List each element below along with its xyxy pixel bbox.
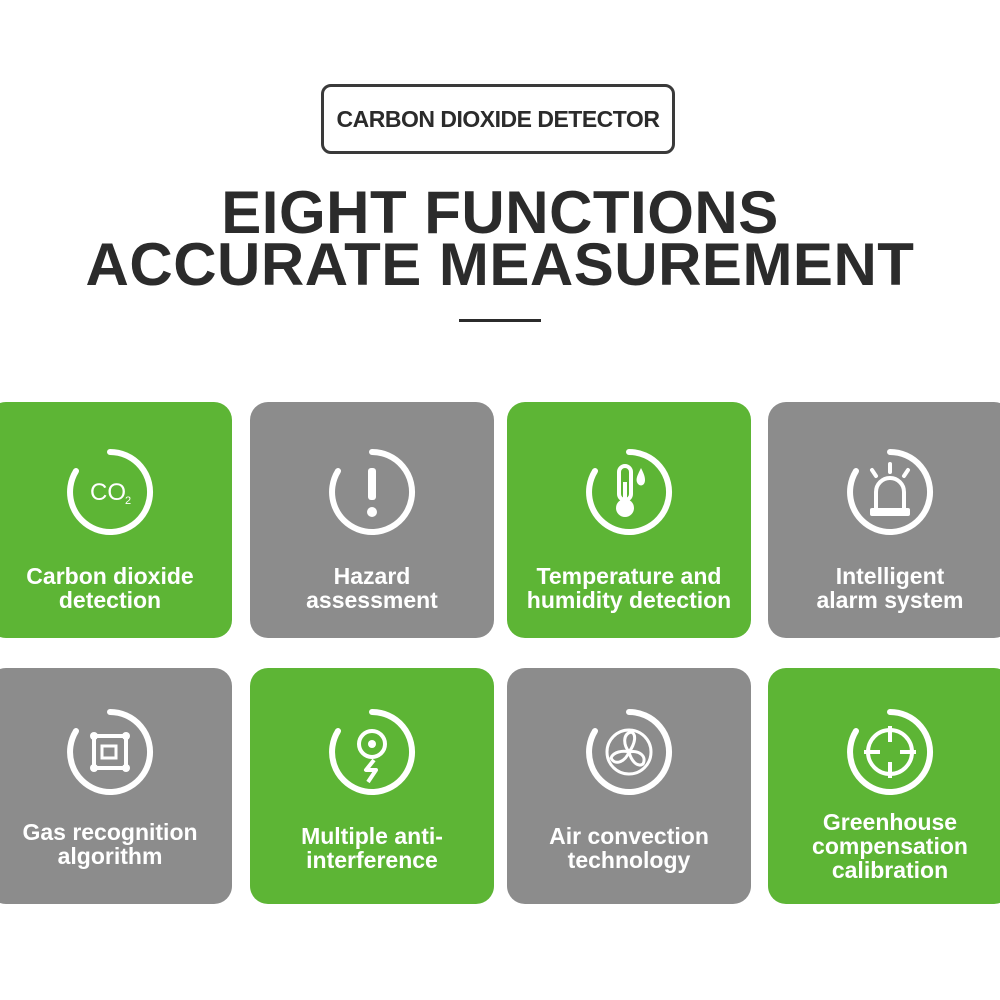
feature-tile-anti-interference: Multiple anti- interference xyxy=(250,668,494,904)
co2-icon: CO 2 xyxy=(64,446,156,538)
feature-tile-gas-recognition: Gas recognition algorithm xyxy=(0,668,232,904)
crosshair-icon xyxy=(844,706,936,798)
feature-tile-intelligent-alarm: Intelligent alarm system xyxy=(768,402,1000,638)
headline-line-1: EIGHT FUNCTIONS xyxy=(221,179,779,246)
thermometer-icon xyxy=(583,446,675,538)
feature-label: Gas recognition algorithm xyxy=(22,819,198,869)
product-badge: CARBON DIOXIDE DETECTOR xyxy=(321,84,675,154)
headline-line-2: ACCURATE MEASUREMENT xyxy=(85,231,915,298)
feature-label: Multiple anti- interference xyxy=(301,823,443,873)
svg-text:2: 2 xyxy=(125,495,131,507)
fan-icon xyxy=(583,706,675,798)
feature-tile-hazard-assessment: Hazard assessment xyxy=(250,402,494,638)
feature-label: Temperature and humidity detection xyxy=(526,563,732,613)
exclamation-icon xyxy=(326,446,418,538)
anti-interference-icon xyxy=(326,706,418,798)
feature-label: Greenhouse compensation calibration xyxy=(812,809,968,883)
feature-label: Intelligent alarm system xyxy=(816,563,964,613)
title-divider xyxy=(459,319,541,322)
feature-tile-carbon-dioxide-detection: CO 2 Carbon dioxide detection xyxy=(0,402,232,638)
feature-label: Hazard assessment xyxy=(306,563,438,613)
feature-tile-greenhouse-calibration: Greenhouse compensation calibration xyxy=(768,668,1000,904)
alarm-light-icon xyxy=(844,446,936,538)
feature-label: Carbon dioxide detection xyxy=(26,563,194,613)
svg-text:CO: CO xyxy=(90,479,126,506)
feature-label: Air convection technology xyxy=(549,823,709,873)
recognition-frame-icon xyxy=(64,706,156,798)
feature-tile-temperature-humidity: Temperature and humidity detection xyxy=(507,402,751,638)
feature-tile-air-convection: Air convection technology xyxy=(507,668,751,904)
